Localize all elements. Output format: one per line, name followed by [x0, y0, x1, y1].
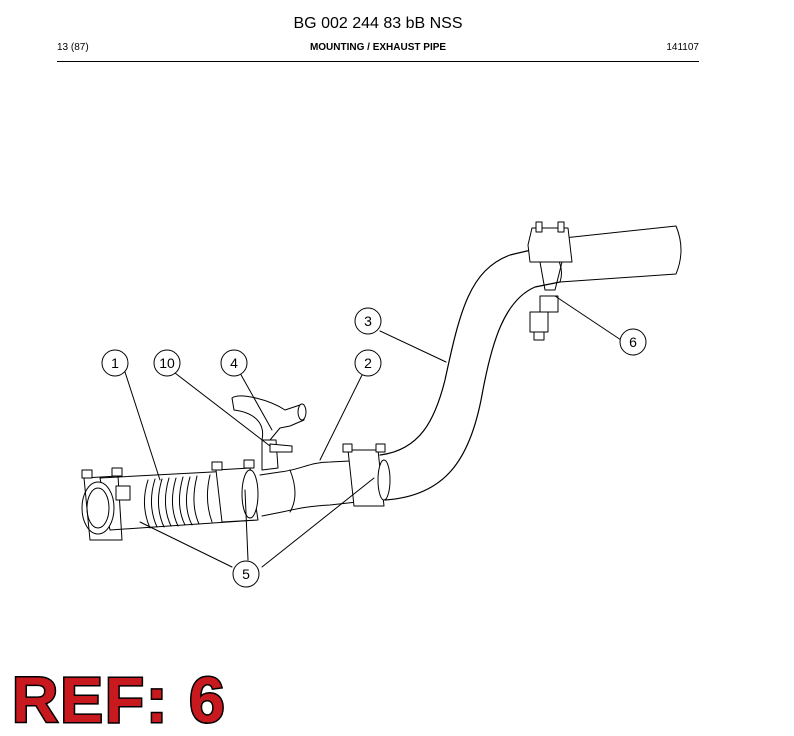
callout-10-label: 10 — [159, 355, 175, 371]
callout-6: 6 — [619, 328, 647, 356]
document-number: BG 002 244 83 bB NSS — [293, 15, 463, 32]
pipe-2 — [259, 459, 376, 517]
callout-5: 5 — [232, 560, 260, 588]
header-rule — [57, 61, 699, 62]
callout-3: 3 — [354, 307, 382, 335]
date-code: 141107 — [666, 42, 699, 53]
bellows-pipe — [99, 469, 257, 531]
section-title: MOUNTING / EXHAUST PIPE — [309, 42, 447, 53]
callout-2: 2 — [354, 349, 382, 377]
callout-10: 10 — [153, 349, 181, 377]
callout-5-label: 5 — [242, 566, 250, 582]
hanger-bracket — [527, 221, 573, 341]
tail-pipe — [544, 225, 682, 283]
page-number: 13 (87) — [57, 42, 89, 53]
inlet-flange — [81, 467, 131, 541]
callout-6-label: 6 — [629, 334, 637, 350]
callout-4: 4 — [220, 349, 248, 377]
callout-1-label: 1 — [111, 355, 119, 371]
ref-label: REF: 6 — [11, 664, 227, 736]
leader-lines — [124, 295, 622, 568]
sensor-fitting — [231, 395, 307, 471]
callout-3-label: 3 — [364, 313, 372, 329]
callout-2-label: 2 — [364, 355, 372, 371]
callout-1: 1 — [101, 349, 129, 377]
pipe-3-s-bend — [379, 245, 562, 501]
callout-4-label: 4 — [230, 355, 238, 371]
